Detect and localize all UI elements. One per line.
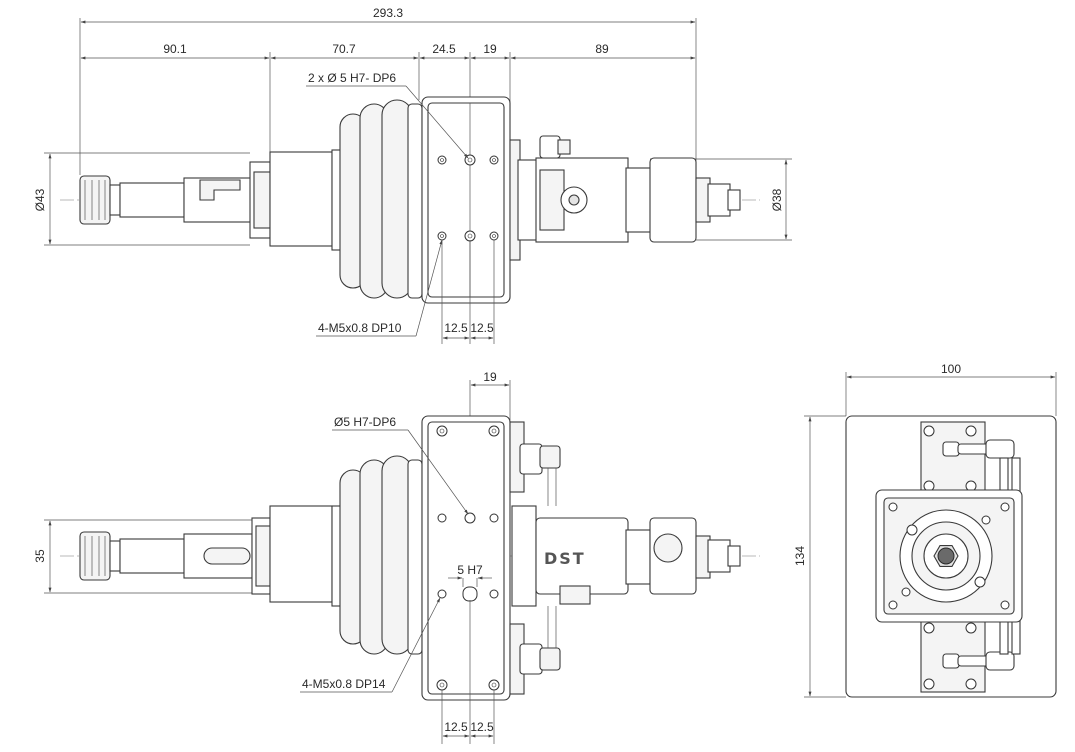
main-block	[421, 96, 539, 304]
dim-side-width-text: 100	[941, 362, 961, 376]
main-block-front	[421, 415, 537, 701]
dim-left-diameter-text: Ø43	[33, 188, 47, 211]
callout-pin-hole-front: Ø5 H7-DP6	[332, 415, 469, 515]
left-shaft-front	[79, 505, 333, 603]
callout-threaded-holes-text: 4-M5x0.8 DP10	[318, 321, 402, 335]
dim-right-diameter-text: Ø38	[770, 188, 784, 211]
dim-hole-spacing-front: 12.5 12.5	[441, 600, 495, 744]
dim-side-width: 100	[845, 362, 1057, 416]
dim-segment-2: 70.7	[332, 42, 356, 56]
bellows-front	[331, 455, 423, 655]
fitting-section	[535, 135, 741, 243]
callout-threaded-holes-front-text: 4-M5x0.8 DP14	[302, 677, 386, 691]
dim-segment-3: 24.5	[432, 42, 456, 56]
dim-side-height: 134	[793, 415, 846, 698]
callout-threaded-holes: 4-M5x0.8 DP10	[316, 239, 443, 337]
top-view: 293.3 90.1 70.7 24.5 19 89 Ø43	[33, 6, 792, 344]
dim-segment-chain: 90.1 70.7 24.5 19 89	[80, 42, 696, 165]
front-view: 19 35	[33, 370, 760, 744]
dim-hole-spacing-front-1: 12.5	[444, 720, 468, 734]
dim-hole-spacing-front-2: 12.5	[470, 720, 494, 734]
dim-plate-width: 19	[469, 370, 511, 420]
left-shaft	[79, 151, 333, 247]
callout-pin-holes: 2 x Ø 5 H7- DP6	[306, 71, 469, 159]
dim-hole-spacing-top: 12.5 12.5	[441, 240, 495, 344]
dim-left-diameter: Ø43	[33, 152, 250, 246]
callout-slot-front-text: 5 H7	[457, 563, 483, 577]
dim-segment-5: 89	[595, 42, 609, 56]
dim-height-35: 35	[33, 519, 264, 594]
dim-hole-spacing-top-2: 12.5	[470, 321, 494, 335]
dim-side-height-text: 134	[793, 546, 807, 566]
callout-slot-front: 5 H7	[448, 563, 492, 587]
dim-overall-length: 293.3	[79, 6, 697, 175]
dim-overall-text: 293.3	[373, 6, 403, 20]
brand-logo: DST	[544, 549, 586, 568]
side-view: 100 134	[793, 362, 1057, 698]
side-plate	[845, 415, 1057, 698]
dim-hole-spacing-top-1: 12.5	[444, 321, 468, 335]
dim-plate-width-text: 19	[483, 370, 497, 384]
valve-body-front: DST	[535, 517, 741, 605]
dim-segment-1: 90.1	[163, 42, 187, 56]
fittings-front	[519, 443, 561, 675]
dim-height-35-text: 35	[33, 549, 47, 563]
bellows	[331, 99, 423, 299]
callout-pin-holes-text: 2 x Ø 5 H7- DP6	[308, 71, 396, 85]
callout-threaded-holes-front: 4-M5x0.8 DP14	[300, 597, 441, 693]
dim-segment-4: 19	[483, 42, 497, 56]
callout-pin-hole-front-text: Ø5 H7-DP6	[334, 415, 396, 429]
